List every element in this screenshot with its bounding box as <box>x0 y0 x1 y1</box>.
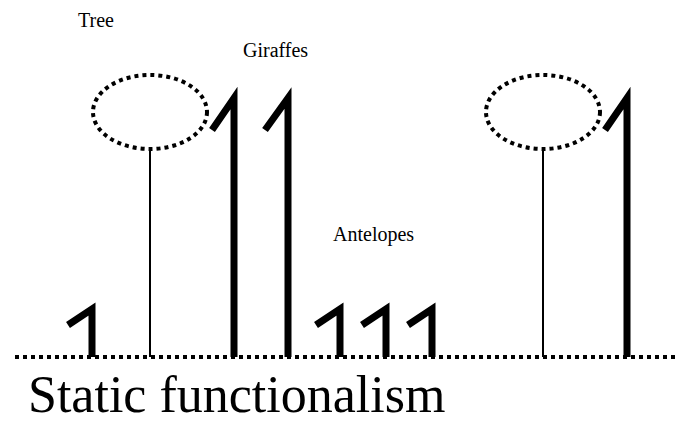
tree-trunk <box>542 150 544 357</box>
tree-label: Tree <box>78 8 114 32</box>
giraffe-figure <box>265 98 288 357</box>
giraffe-figure <box>212 98 234 357</box>
tree-crown <box>93 75 207 149</box>
antelope-figure <box>316 309 340 357</box>
tree-trunk <box>149 150 151 357</box>
giraffe-label: Giraffes <box>243 38 308 62</box>
antelope-figure <box>362 309 386 357</box>
antelope-label: Antelopes <box>333 222 414 246</box>
tree-crown <box>486 75 600 149</box>
giraffe-figure <box>605 98 627 357</box>
ground-line <box>15 355 675 359</box>
antelope-figure <box>408 309 432 357</box>
diagram-caption: Static functionalism <box>28 364 445 426</box>
antelope-figure <box>68 309 92 357</box>
